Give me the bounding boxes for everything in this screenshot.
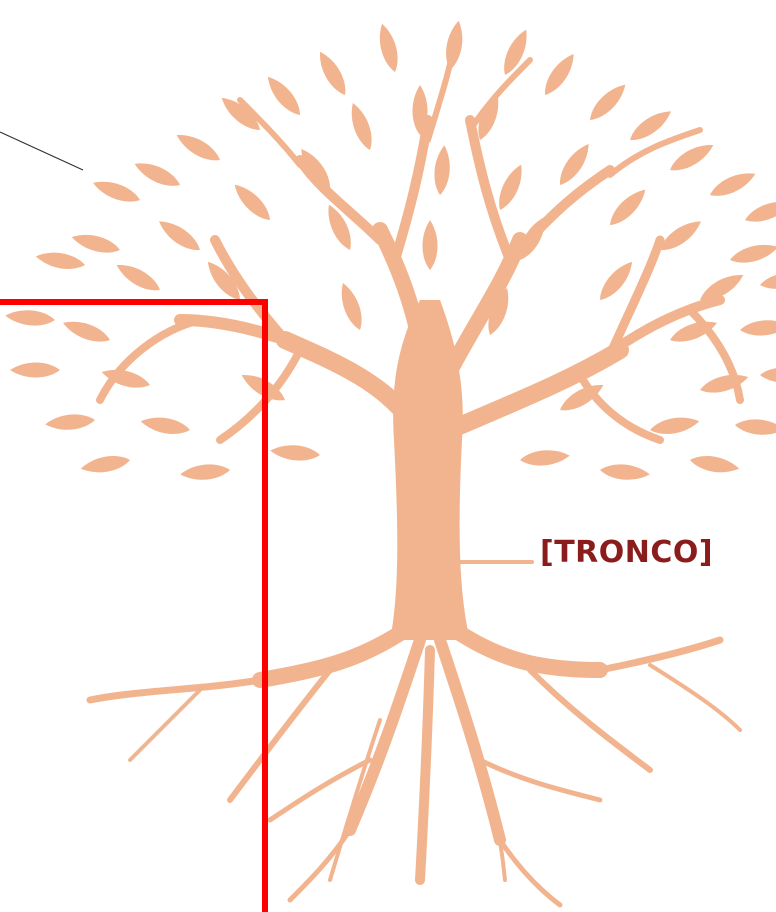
- roots: [90, 630, 740, 905]
- pointer-line-canopy: [0, 132, 83, 170]
- tree-icon: [5, 19, 776, 905]
- trunk-label: [TRONCO]: [540, 538, 713, 568]
- highlight-box: [0, 302, 265, 912]
